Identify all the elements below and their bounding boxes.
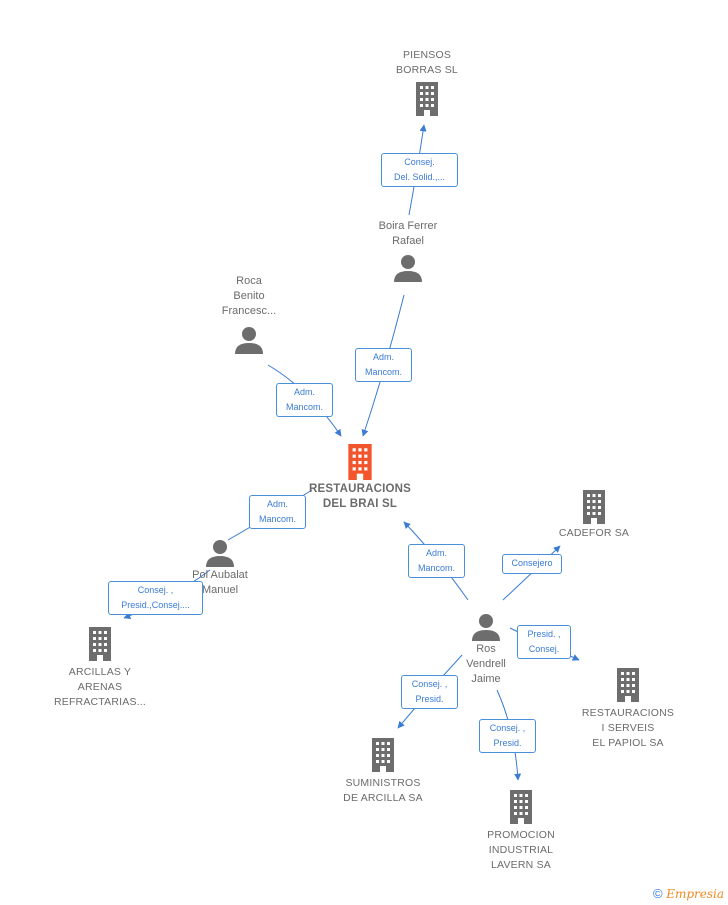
building-icon: [617, 668, 639, 702]
node-ros-vendrell[interactable]: Ros Vendrell Jaime: [436, 612, 536, 687]
node-arcillas-arenas[interactable]: ARCILLAS Y ARENAS REFRACTARIAS...: [40, 627, 160, 710]
person-icon: [472, 614, 500, 641]
node-label: ARCILLAS Y ARENAS REFRACTARIAS...: [53, 666, 147, 708]
node-label: RESTAURACIONS I SERVEIS EL PAPIOL SA: [581, 707, 675, 749]
relation-label-pol-arcillas[interactable]: Consej. , Presid.,Consej....: [108, 581, 203, 615]
relation-label-ros-cadefor[interactable]: Consejero: [502, 554, 562, 574]
node-label: Ros Vendrell Jaime: [466, 643, 506, 685]
node-label: RESTAURACIONS DEL BRAI SL: [308, 483, 412, 510]
relation-label-boira-piensos[interactable]: Consej. Del. Solid.,...: [381, 153, 458, 187]
building-icon: [89, 627, 111, 661]
relation-label-ros-main[interactable]: Adm. Mancom.: [408, 544, 465, 578]
node-restauracions-del-brai[interactable]: RESTAURACIONS DEL BRAI SL: [294, 444, 426, 512]
node-label: CADEFOR SA: [558, 527, 630, 539]
node-restauracions-papiol[interactable]: RESTAURACIONS I SERVEIS EL PAPIOL SA: [568, 668, 688, 751]
relation-label-roca-main[interactable]: Adm. Mancom.: [276, 383, 333, 417]
relation-label-ros-promocion[interactable]: Consej. , Presid.: [479, 719, 536, 753]
building-icon: [372, 738, 394, 772]
node-pol-aubalat[interactable]: Pol Aubalat Manuel: [170, 538, 270, 598]
node-label: Boira Ferrer Rafael: [378, 220, 438, 247]
building-icon: [510, 790, 532, 824]
node-roca-benito[interactable]: Roca Benito Francesc...: [199, 274, 299, 355]
node-cadefor[interactable]: CADEFOR SA: [546, 490, 642, 541]
person-icon: [206, 540, 234, 567]
node-promocion-lavern[interactable]: PROMOCION INDUSTRIAL LAVERN SA: [466, 790, 576, 873]
person-icon: [235, 327, 263, 354]
relation-label-pol-main[interactable]: Adm. Mancom.: [249, 495, 306, 529]
building-icon: [416, 82, 438, 116]
brand-watermark: © Empresia: [653, 886, 724, 901]
node-suministros-arcilla[interactable]: SUMINISTROS DE ARCILLA SA: [327, 738, 439, 806]
node-label: SUMINISTROS DE ARCILLA SA: [343, 777, 423, 804]
relation-label-ros-suministros[interactable]: Consej. , Presid.: [401, 675, 458, 709]
node-label: Pol Aubalat Manuel: [192, 569, 248, 596]
person-icon: [394, 255, 422, 282]
relation-label-boira-main[interactable]: Adm. Mancom.: [355, 348, 412, 382]
node-piensos-borras[interactable]: PIENSOS BORRAS SL: [374, 48, 480, 116]
node-boira-ferrer[interactable]: Boira Ferrer Rafael: [358, 219, 458, 283]
node-label: PIENSOS BORRAS SL: [396, 49, 458, 76]
node-label: Roca Benito Francesc...: [221, 275, 277, 317]
building-icon: [583, 490, 605, 524]
relation-label-ros-papiol[interactable]: Presid. , Consej.: [517, 625, 571, 659]
node-label: PROMOCION INDUSTRIAL LAVERN SA: [487, 829, 555, 871]
building-icon: [348, 444, 372, 480]
brand-logo: Empresia: [666, 887, 724, 901]
copyright-icon: ©: [652, 886, 663, 901]
